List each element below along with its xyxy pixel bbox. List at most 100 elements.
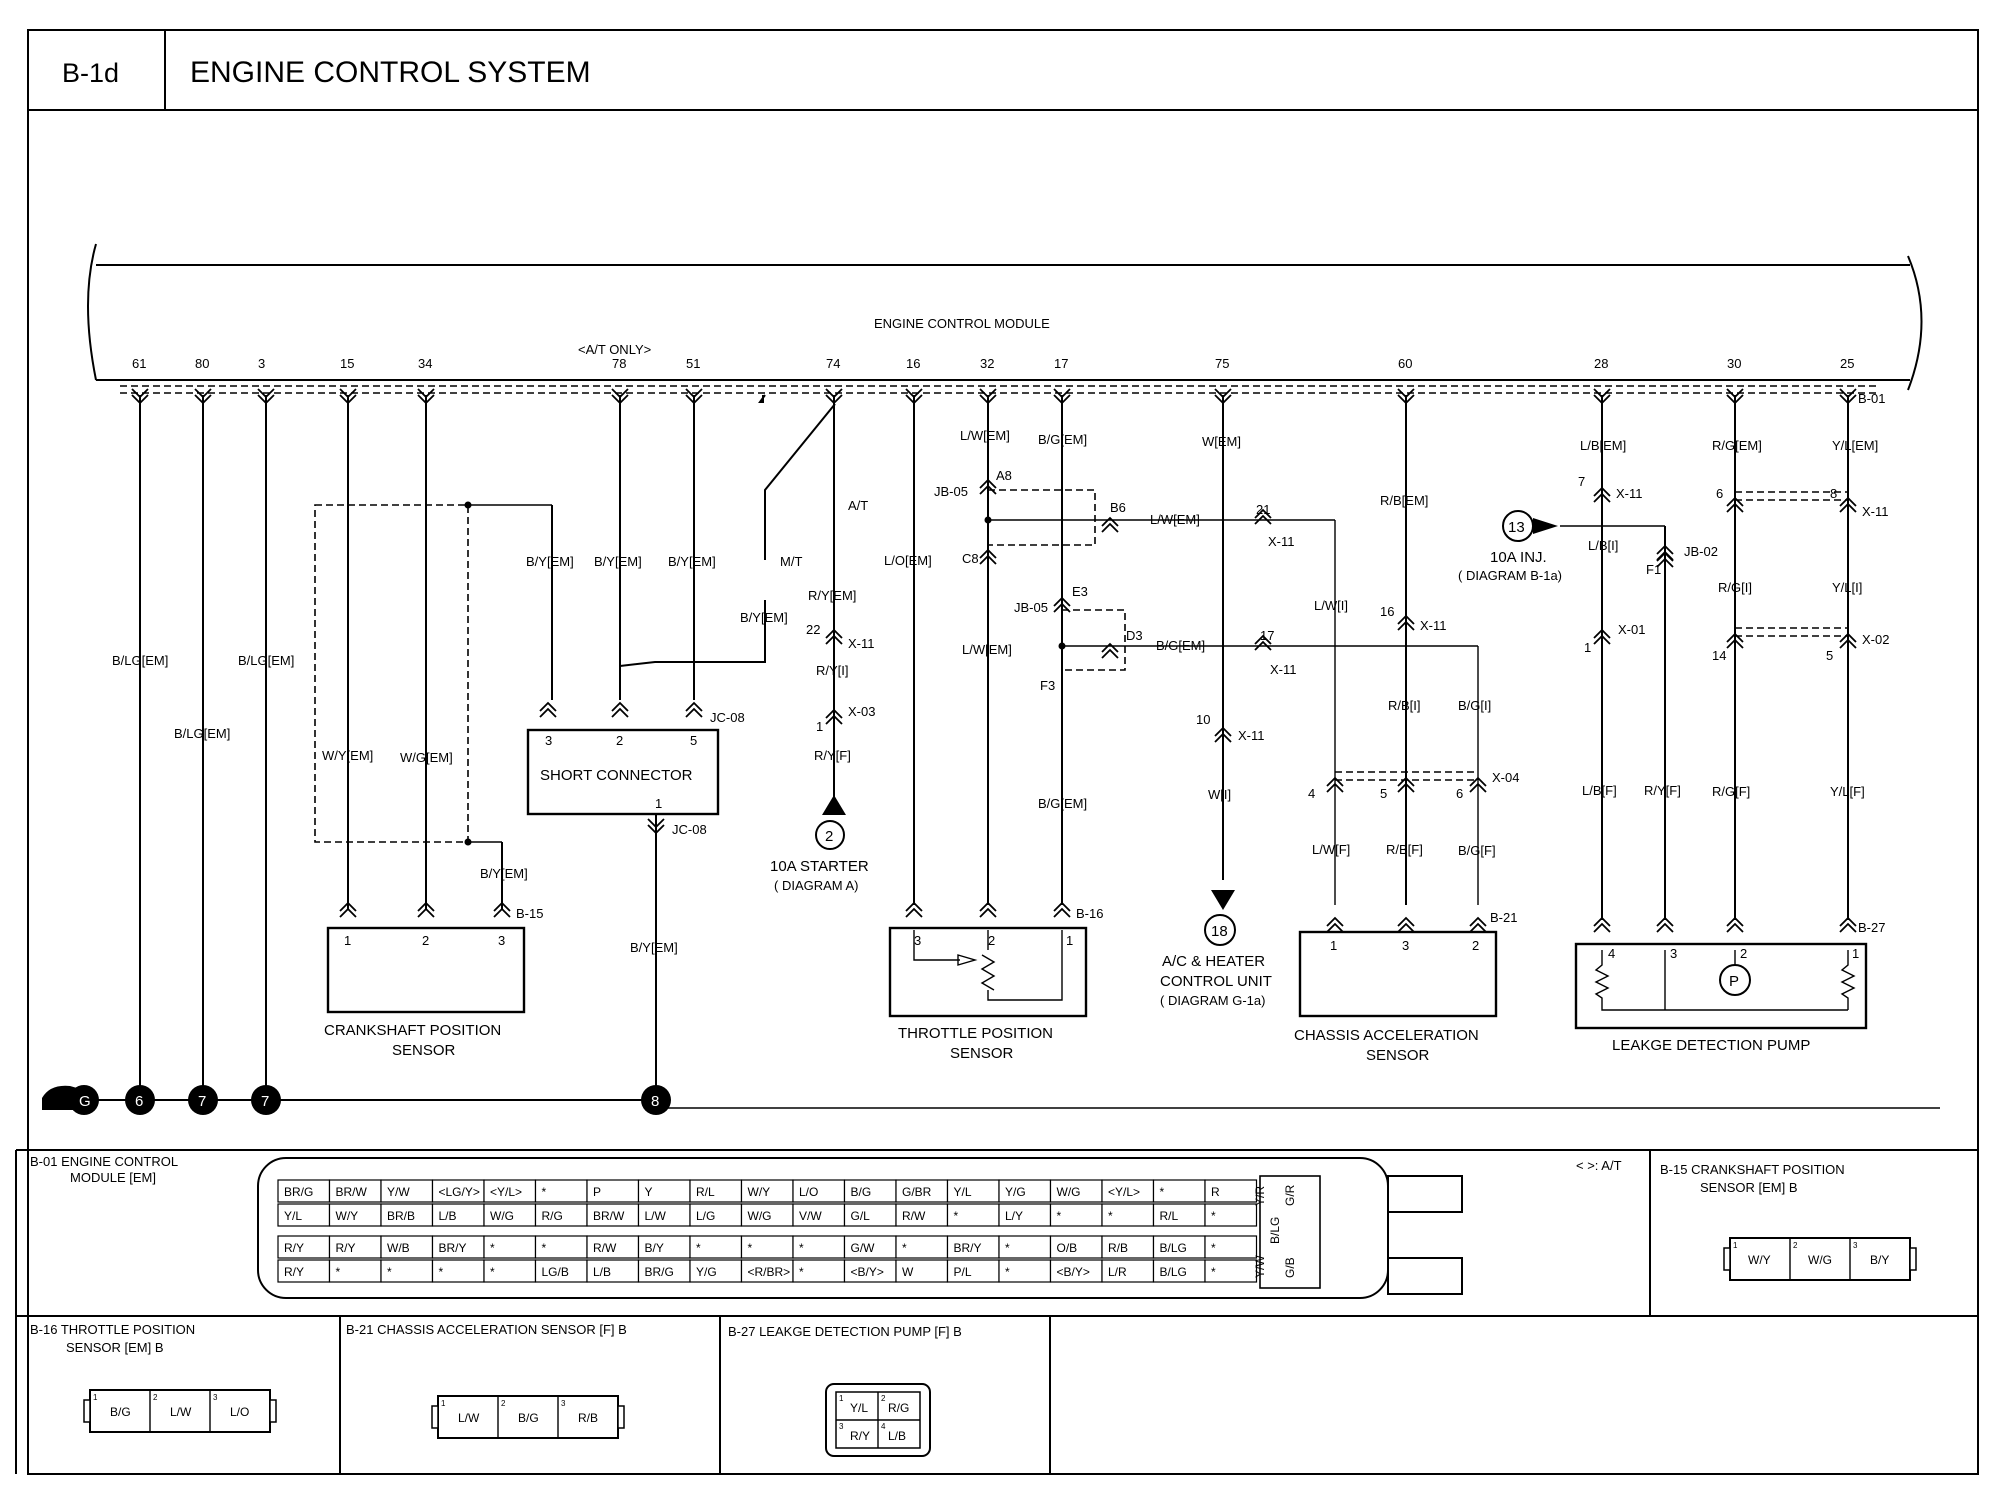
svg-text:W/Y: W/Y (1748, 1253, 1771, 1267)
b01-pin-label: R/W (593, 1241, 617, 1255)
svg-text:3: 3 (213, 1393, 218, 1402)
wires (70, 394, 1940, 1109)
svg-text:3: 3 (914, 933, 921, 948)
b01-pin-label: W/Y (336, 1209, 359, 1223)
svg-text:22: 22 (806, 622, 820, 637)
svg-text:( DIAGRAM A): ( DIAGRAM A) (774, 878, 859, 893)
b01-pin-label: * (1005, 1265, 1010, 1279)
b01-pin-label: R/L (1160, 1209, 1179, 1223)
svg-text:A8: A8 (996, 468, 1012, 483)
svg-text:1: 1 (1066, 933, 1073, 948)
svg-text:R/G[F]: R/G[F] (1712, 784, 1750, 799)
svg-text:1: 1 (839, 1394, 844, 1403)
throttle-position-sensor: 3 2 1 THROTTLE POSITION SENSOR (888, 926, 1088, 1062)
ecm-pin-number: 34 (418, 356, 432, 371)
svg-text:JB-05: JB-05 (934, 484, 968, 499)
ecm-pin-number: 15 (340, 356, 354, 371)
svg-text:R/B[F]: R/B[F] (1386, 842, 1423, 857)
svg-text:10A STARTER: 10A STARTER (770, 858, 869, 875)
svg-text:A/C & HEATER: A/C & HEATER (1162, 953, 1265, 970)
svg-text:B/Y: B/Y (1870, 1253, 1889, 1267)
svg-text:B-21: B-21 (1490, 910, 1517, 925)
svg-text:4: 4 (1308, 786, 1315, 801)
svg-text:L/W[EM]: L/W[EM] (960, 428, 1010, 443)
svg-text:L/B[F]: L/B[F] (1582, 783, 1617, 798)
svg-text:R/B: R/B (578, 1411, 598, 1425)
svg-text:B-16: B-16 (1076, 906, 1103, 921)
b01-pin-label: * (954, 1209, 959, 1223)
svg-text:B/G[I]: B/G[I] (1458, 698, 1491, 713)
svg-text:L/W: L/W (170, 1405, 192, 1419)
svg-text:SENSOR [EM] B: SENSOR [EM] B (66, 1340, 164, 1355)
svg-text:B/Y[EM]: B/Y[EM] (668, 554, 716, 569)
svg-text:R/Y[F]: R/Y[F] (814, 748, 851, 763)
b01-pin-label: * (748, 1241, 753, 1255)
svg-text:2: 2 (881, 1394, 886, 1403)
svg-text:B/Y[EM]: B/Y[EM] (740, 610, 788, 625)
b01-pin-label: L/G (696, 1209, 715, 1223)
b01-pin-label: Y/G (1005, 1185, 1026, 1199)
svg-text:5: 5 (1380, 786, 1387, 801)
b01-pin-label: BR/B (387, 1209, 415, 1223)
svg-text:B-27: B-27 (1858, 920, 1885, 935)
b01-pin-label: W/Y (748, 1185, 771, 1199)
svg-text:1: 1 (1852, 946, 1859, 961)
svg-text:3: 3 (839, 1422, 844, 1431)
b01-pin-label: * (490, 1241, 495, 1255)
ecm-at-only: <A/T ONLY> (578, 342, 651, 357)
svg-text:L/W: L/W (458, 1411, 480, 1425)
svg-text:CHASSIS ACCELERATION: CHASSIS ACCELERATION (1294, 1027, 1479, 1044)
short-connector: SHORT CONNECTOR 3 2 5 1 (526, 728, 720, 816)
svg-text:R/B[EM]: R/B[EM] (1380, 493, 1428, 508)
b01-side-pin-label: G/B (1283, 1257, 1297, 1278)
svg-text:E3: E3 (1072, 584, 1088, 599)
ecm-pin-number: 25 (1840, 356, 1854, 371)
svg-text:1: 1 (816, 719, 823, 734)
svg-text:W[EM]: W[EM] (1202, 434, 1241, 449)
ecm-pin-number: 3 (258, 356, 265, 371)
ecm-pin-number: 17 (1054, 356, 1068, 371)
svg-text:X-01: X-01 (1618, 622, 1645, 637)
b01-pin-label: L/R (1108, 1265, 1127, 1279)
b01-pin-label: * (696, 1241, 701, 1255)
ecm-pin-number: 74 (826, 356, 840, 371)
b01-pin-label: W/G (748, 1209, 772, 1223)
svg-text:B/LG[EM]: B/LG[EM] (238, 653, 294, 668)
svg-text:X-02: X-02 (1862, 632, 1889, 647)
svg-text:4: 4 (1608, 946, 1615, 961)
ground-marker (125, 1085, 155, 1115)
svg-text:18: 18 (1211, 923, 1228, 940)
svg-text:CRANKSHAFT POSITION: CRANKSHAFT POSITION (324, 1022, 501, 1039)
crankshaft-position-sensor: 1 2 3 CRANKSHAFT POSITION SENSOR (324, 926, 526, 1059)
diagram-title: ENGINE CONTROL SYSTEM (190, 56, 591, 89)
b01-pin-label: BR/W (593, 1209, 625, 1223)
b01-pin-label: BR/Y (439, 1241, 467, 1255)
ecm-pin-number: 78 (612, 356, 626, 371)
svg-text:L/W[F]: L/W[F] (1312, 842, 1350, 857)
ac-heater-ref: 18 A/C & HEATER CONTROL UNIT ( DIAGRAM G… (1160, 890, 1272, 1008)
svg-text:1: 1 (441, 1399, 446, 1408)
svg-text:( DIAGRAM G-1a): ( DIAGRAM G-1a) (1160, 993, 1265, 1008)
b01-pin-label: G/L (851, 1209, 871, 1223)
svg-text:7: 7 (1578, 474, 1585, 489)
svg-text:P: P (1729, 973, 1739, 990)
svg-text:R/B[I]: R/B[I] (1388, 698, 1421, 713)
svg-text:B/Y[EM]: B/Y[EM] (630, 940, 678, 955)
svg-text:16: 16 (1380, 604, 1394, 619)
b01-pin-cell (1204, 1179, 1258, 1203)
b01-pin-label: R/Y (284, 1241, 304, 1255)
svg-text:5: 5 (690, 733, 697, 748)
b01-pin-label: L/W (645, 1209, 667, 1223)
b01-pin-label: BR/G (284, 1185, 313, 1199)
b01-pin-label: G/BR (902, 1185, 932, 1199)
svg-text:B-15 CRANKSHAFT POSITION: B-15 CRANKSHAFT POSITION (1660, 1162, 1845, 1177)
svg-text:2: 2 (1472, 938, 1479, 953)
b01-pin-label: R/W (902, 1209, 926, 1223)
ecm-pin-number: 60 (1398, 356, 1412, 371)
b01-pin-label: Y/G (696, 1265, 717, 1279)
svg-text:SENSOR: SENSOR (950, 1045, 1014, 1062)
svg-text:3: 3 (561, 1399, 566, 1408)
svg-text:Y/L[EM]: Y/L[EM] (1832, 438, 1878, 453)
